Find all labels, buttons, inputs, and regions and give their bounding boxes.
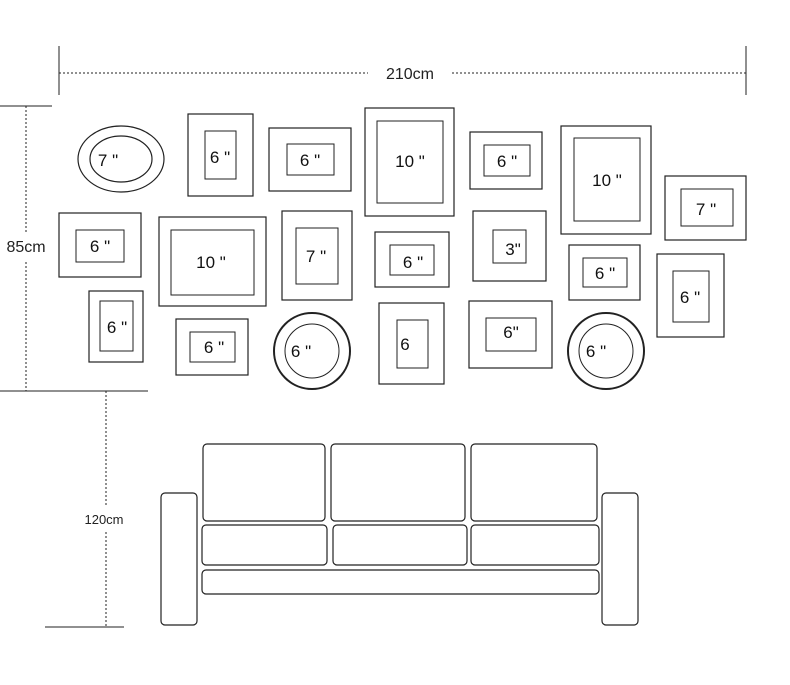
frame-rect: 6 " xyxy=(268,127,352,192)
frame-label: 7 " xyxy=(696,200,716,219)
frame-rect: 6 xyxy=(378,302,445,385)
frame-circle: 6 " xyxy=(567,312,645,390)
sofa-seat-cushion-right xyxy=(470,524,600,566)
frame-label: 6 " xyxy=(210,148,230,167)
wall-height-dimension: 85cm xyxy=(0,105,148,392)
frame-rect: 7 " xyxy=(664,175,747,241)
sofa-left-arm xyxy=(160,492,198,626)
frame-rect: 6 " xyxy=(656,253,725,338)
sofa-back-cushion-left xyxy=(202,443,326,522)
width-dimension: 210cm xyxy=(58,46,747,95)
sofa-seat-cushion-left xyxy=(201,524,328,566)
sofa-seat-cushion-middle xyxy=(332,524,468,566)
frame-label: 6 " xyxy=(204,338,224,357)
sofa-base xyxy=(201,569,600,595)
frame-rect: 6 " xyxy=(175,318,249,376)
frame-label: 7 " xyxy=(98,151,118,170)
frame-rect: 6 " xyxy=(568,244,641,301)
frame-label: 10 " xyxy=(196,253,226,272)
frame-label: 6 " xyxy=(680,288,700,307)
frame-label: 6 " xyxy=(497,152,517,171)
frame-label: 6 " xyxy=(403,253,423,272)
sofa-right-arm xyxy=(601,492,639,626)
frame-label: 10 " xyxy=(592,171,622,190)
frame-label: 6 " xyxy=(586,342,606,361)
frame-label: 6 xyxy=(400,335,409,354)
sofa xyxy=(160,443,639,626)
frame-rect: 7 " xyxy=(281,210,353,301)
frame-rect: 6 " xyxy=(469,131,543,190)
frame-rect: 6 " xyxy=(58,212,142,278)
sofa-height-dimension: 120cm xyxy=(45,391,124,628)
frame-label: 3" xyxy=(505,240,521,259)
sofa-back-cushion-right xyxy=(470,443,598,522)
frame-rect: 6 " xyxy=(88,290,144,363)
frame-label: 7 " xyxy=(306,247,326,266)
frame-oval: 7 " xyxy=(77,125,165,193)
frame-rect: 10 " xyxy=(158,216,267,307)
frame-label: 6 " xyxy=(90,237,110,256)
frame-label: 6" xyxy=(503,323,519,342)
frame-label: 6 " xyxy=(107,318,127,337)
frame-rect: 10 " xyxy=(560,125,652,235)
frame-label: 6 " xyxy=(300,151,320,170)
frame-rect: 6 " xyxy=(187,113,254,197)
frame-rect: 10 " xyxy=(364,107,455,217)
frame-circle: 6 " xyxy=(273,312,351,390)
frame-label: 6 " xyxy=(595,264,615,283)
frame-rect: 3" xyxy=(472,210,547,282)
frames-group: 7 " 6 " 6 " 10 " 6 " 10 " xyxy=(58,107,747,390)
frame-label: 6 " xyxy=(291,342,311,361)
frame-label: 10 " xyxy=(395,152,425,171)
frame-rect: 6" xyxy=(468,300,553,369)
frame-rect: 6 " xyxy=(374,231,450,288)
wall-height-label: 85cm xyxy=(6,239,45,256)
width-label: 210cm xyxy=(386,66,434,83)
sofa-height-label: 120cm xyxy=(84,512,123,527)
sofa-back-cushion-middle xyxy=(330,443,466,522)
